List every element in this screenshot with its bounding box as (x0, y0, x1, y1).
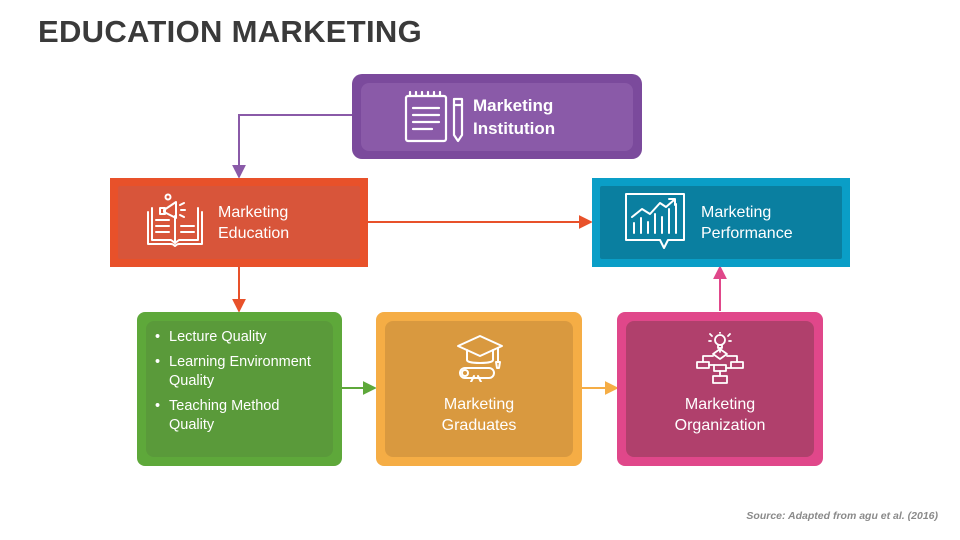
book-megaphone-icon (144, 192, 206, 250)
education-label-line1: Marketing (218, 204, 289, 221)
arrow-institution-to-education (232, 114, 352, 179)
performance-label-line2: Performance (701, 225, 793, 242)
page-title: EDUCATION MARKETING (38, 14, 422, 49)
node-quality-factors: Lecture Quality Learning Environment Qua… (137, 312, 342, 466)
notepad-icon (404, 91, 466, 143)
performance-label-line1: Marketing (701, 204, 772, 221)
graduation-cap-icon (454, 332, 506, 382)
education-label-line2: Education (218, 225, 290, 242)
organization-label-line2: Organization (674, 417, 766, 434)
organization-label-line1: Marketing (684, 396, 756, 413)
institution-label-line2: Institution (473, 119, 556, 138)
graduates-label-line1: Marketing (443, 396, 515, 413)
institution-label-line1: Marketing (473, 96, 554, 115)
graduates-label-line2: Graduates (441, 417, 517, 434)
bulb-flowchart-icon (693, 332, 747, 386)
list-item: Lecture Quality (155, 328, 332, 347)
source-citation: Source: Adapted from agu et al. (2016) (746, 510, 938, 522)
node-marketing-graduates: Marketing Graduates (376, 312, 582, 466)
node-marketing-institution: Marketing Institution (352, 74, 642, 159)
chart-speech-icon (622, 190, 688, 252)
node-marketing-education: Marketing Education (110, 178, 368, 267)
node-marketing-performance: Marketing Performance (592, 178, 850, 267)
list-item: Teaching Method Quality (155, 397, 299, 435)
list-item: Learning Environment Quality (155, 353, 319, 391)
quality-list: Lecture Quality Learning Environment Qua… (155, 328, 332, 441)
node-marketing-organization: Marketing Organization (617, 312, 823, 466)
